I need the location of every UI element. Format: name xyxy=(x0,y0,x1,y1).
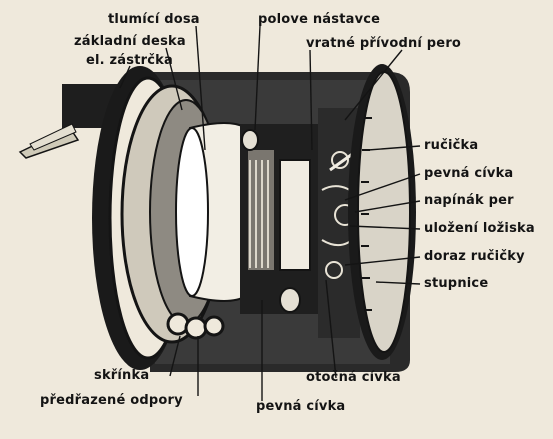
label-series-resistors: předřazené odpory xyxy=(40,393,183,408)
label-damping-box: tlumící dosa xyxy=(108,12,200,27)
resistors xyxy=(166,312,225,340)
plug xyxy=(18,84,118,159)
damping-box-shape xyxy=(175,122,247,302)
label-pointer-stop: doraz ručičky xyxy=(424,249,525,264)
label-fixed-coil-bottom: pevná cívka xyxy=(256,399,346,414)
label-el-plug: el. zástrčka xyxy=(86,53,173,68)
label-fixed-coil-right: pevná cívka xyxy=(424,166,514,181)
label-pole-pieces: polove nástavce xyxy=(258,12,381,27)
coil-assembly xyxy=(240,124,318,314)
dial-face xyxy=(348,64,416,360)
label-return-lead-spring: vratné přívodní pero xyxy=(306,36,462,51)
label-moving-coil: otočná cívka xyxy=(306,370,401,385)
label-base-plate: základní deska xyxy=(74,34,186,49)
leader-lines xyxy=(119,25,421,401)
label-bearing-mount: uložení ložiska xyxy=(424,221,535,236)
label-pointer: ručička xyxy=(424,138,479,153)
label-scale: stupnice xyxy=(424,276,489,291)
label-spring-tensioner: napínák per xyxy=(424,193,514,208)
label-case: skřínka xyxy=(94,368,150,383)
